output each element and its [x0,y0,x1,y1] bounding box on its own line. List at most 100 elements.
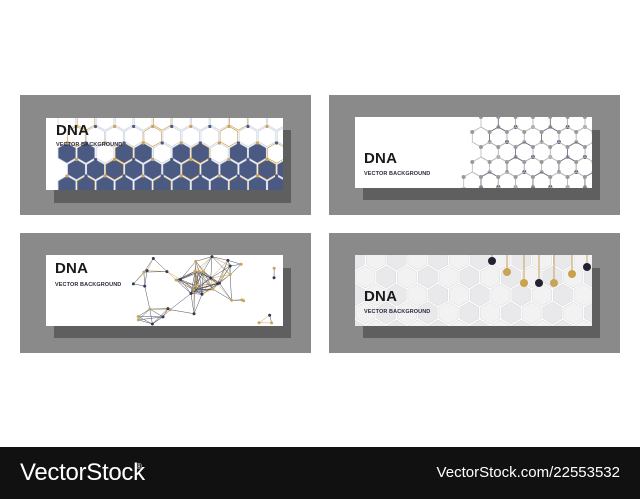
hexagon-cell [459,301,480,325]
hexagon-cell [480,301,500,325]
hexagon-cell [397,265,417,289]
hexagon-cell [584,266,592,288]
hexagon-cell [267,118,283,131]
atom-dot [539,160,544,164]
network-edge [198,256,213,272]
network-node [131,282,135,286]
network-node [161,315,165,319]
network-edge [138,319,153,325]
node-dot [103,174,107,178]
network-edge [195,261,200,272]
network-edge [176,279,195,290]
hexagon-cell [276,160,283,179]
hexagon-cell [162,125,181,148]
hexagon-cell [76,175,96,190]
hexagon-cell [200,158,220,181]
network-node [228,264,232,268]
hexagon-cell [366,319,386,326]
node-dot [160,174,164,178]
molecule-ring [471,126,491,148]
network-edge [230,263,242,267]
network-node [228,273,232,277]
network-edge [149,308,164,318]
hexagon-cell [532,255,552,271]
hexagon-cell [469,319,490,326]
network-edge [195,256,213,262]
molecule-ring [480,171,499,188]
hexagon-cell [153,118,172,131]
atom-dot [522,160,527,164]
hexagon-cell [355,255,365,271]
node-dot [255,174,260,178]
hexagon-cell [407,283,428,307]
hexagon-cell [417,265,438,289]
hexagon-cell [355,319,365,326]
node-dot [112,157,117,162]
node-dot [179,141,183,145]
banner-title: DNA [56,122,90,139]
hexagon-cell [133,142,153,164]
network-edge [149,309,153,325]
vectorstock-logo: VectorStock [20,459,145,486]
network-node [136,318,140,322]
hexagon-cell [76,142,96,164]
network-edge [193,271,196,290]
node-dot [265,124,269,129]
network-edge [198,271,214,290]
hexagon-cell [86,125,105,148]
network-edge [203,256,213,272]
node-dot [236,141,241,145]
network-node [209,276,213,280]
hexagon-cell [105,125,124,148]
hexagon-cell [172,118,191,131]
network-edge [219,282,232,301]
banner-hexagon-white: DNA VECTOR BACKGROUND [355,255,592,326]
hexagon-cell [267,142,283,164]
network-edge [176,279,196,286]
hexagon-cell [133,118,153,131]
network-edge [193,277,211,290]
hexagon-cell [248,175,267,190]
network-edge [190,293,203,295]
hexagon-cell [490,283,511,307]
hexagon-cell [238,125,258,148]
network-node [179,278,183,282]
network-edge [152,316,164,325]
hexagon-cell [257,158,277,181]
hexagon-cell [376,301,397,325]
hexagon-cell [229,118,248,131]
node-dot [141,141,145,145]
atom-dot [565,145,570,149]
hexagon-cell [407,255,428,271]
network-edge [198,271,220,284]
pendant-bead [488,257,496,265]
node-dot [170,157,174,162]
atom-dot [582,117,587,119]
atom-dot [574,160,579,164]
molecule-ring [463,171,482,188]
network-node [148,307,152,311]
node-dot [93,124,98,129]
atom-dot [530,117,535,119]
hexagon-cell [449,255,469,271]
network-edge [227,260,242,265]
hexagon-cell [386,283,407,307]
hexagon-cell [57,175,77,190]
network-edge [166,271,181,280]
node-dot [179,174,183,178]
hexagon-cell [133,175,153,190]
atom-dot [530,145,535,149]
atom-dot [556,130,561,134]
hexagon-cell [95,118,115,131]
node-dot [160,141,164,145]
hexagon-cell [366,283,386,307]
network-node [226,258,230,262]
node-dot [84,174,88,178]
node-dot [122,141,126,145]
molecule-ring [506,156,525,178]
network-edge [143,258,154,273]
network-edge [190,271,200,294]
hexagon-cell [67,158,86,181]
node-dot [65,141,69,145]
atom-dot [504,130,509,134]
